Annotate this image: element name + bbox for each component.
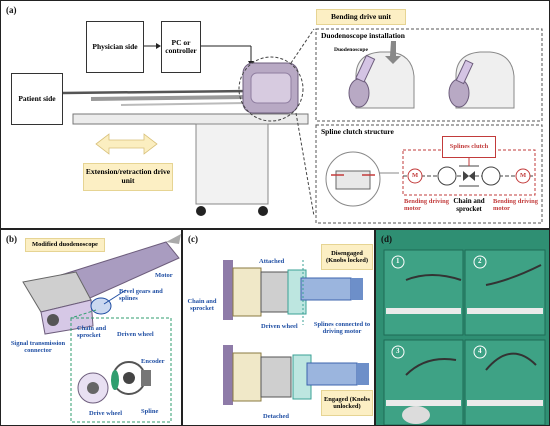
bevel-gears-label: Bevel gears and splines [119, 288, 163, 303]
panel-a-label: (a) [6, 5, 17, 15]
attached-label: Attached [259, 258, 285, 265]
splines-clutch-box: Splines clutch [442, 136, 496, 158]
splines-connected-label: Splines connected to driving motor [313, 321, 371, 336]
bending-drive-unit-label: Bending drive unit [316, 9, 406, 25]
panel-d-photos [376, 230, 549, 425]
panel-c-label: (c) [188, 234, 198, 244]
chain-sprocket-label-c: Chain and sprocket [187, 298, 217, 313]
spline-label: Spline [141, 408, 159, 415]
panel-b-graphics [22, 234, 181, 423]
panel-d: (d) 1 2 3 4 [375, 229, 550, 426]
bidirectional-arrow [95, 133, 158, 155]
step-4-label: 4 [478, 347, 482, 355]
driven-wheel-label-b: Driven wheel [117, 331, 154, 338]
signal-connector-label: Signal transmission connector [10, 340, 66, 355]
panel-c-graphics [223, 260, 369, 405]
detached-label: Detached [263, 413, 289, 420]
chain-sprocket-label-b: Chain and sprocket [77, 325, 107, 340]
wheel-right [258, 206, 268, 216]
motor-symbol-left: M [412, 172, 419, 179]
duodenoscope-installation-title: Duodenoscope installation [321, 31, 405, 40]
panel-b-label: (b) [6, 234, 17, 244]
wheel-left [196, 206, 206, 216]
panel-c: (c) Disengaged (Knobs locked) Attached C… [182, 229, 375, 426]
modified-duodenoscope-label: Modified duodenoscope [25, 238, 105, 252]
panel-b: (b) Modified duodenoscope Motor Bevel ge… [0, 229, 182, 426]
driven-wheel-label-c: Driven wheel [261, 323, 298, 330]
bending-motor-left-label: Bending driving motor [404, 198, 449, 213]
disengaged-label: Disengaged (Knobs locked) [321, 244, 373, 270]
chain-sprocket-label-a: Chain and sprocket [453, 197, 485, 213]
panel-a: (a) Patient side Physician side PC or co… [0, 0, 550, 229]
bending-motor-right-label: Bending driving motor [493, 198, 538, 213]
step-3-label: 3 [396, 347, 400, 355]
pc-controller-box: PC or controller [161, 21, 201, 73]
engaged-label: Engaged (Knobs unlocked) [321, 390, 373, 416]
motor-symbol-right: M [520, 172, 527, 179]
step-2-label: 2 [478, 257, 482, 265]
panel-d-label: (d) [381, 234, 392, 244]
drive-wheel-label: Drive wheel [89, 410, 123, 417]
panel-a-graphics [62, 28, 543, 224]
duodenoscope-label: Duodenoscope [334, 47, 368, 53]
encoder-label: Encoder [141, 358, 165, 365]
step-1-label: 1 [396, 257, 400, 265]
patient-side-box: Patient side [11, 73, 63, 125]
spline-clutch-title: Spline clutch structure [321, 127, 394, 136]
motor-label: Motor [155, 272, 173, 279]
extension-retraction-label: Extension/retraction drive unit [83, 163, 173, 191]
physician-side-box: Physician side [86, 21, 144, 73]
